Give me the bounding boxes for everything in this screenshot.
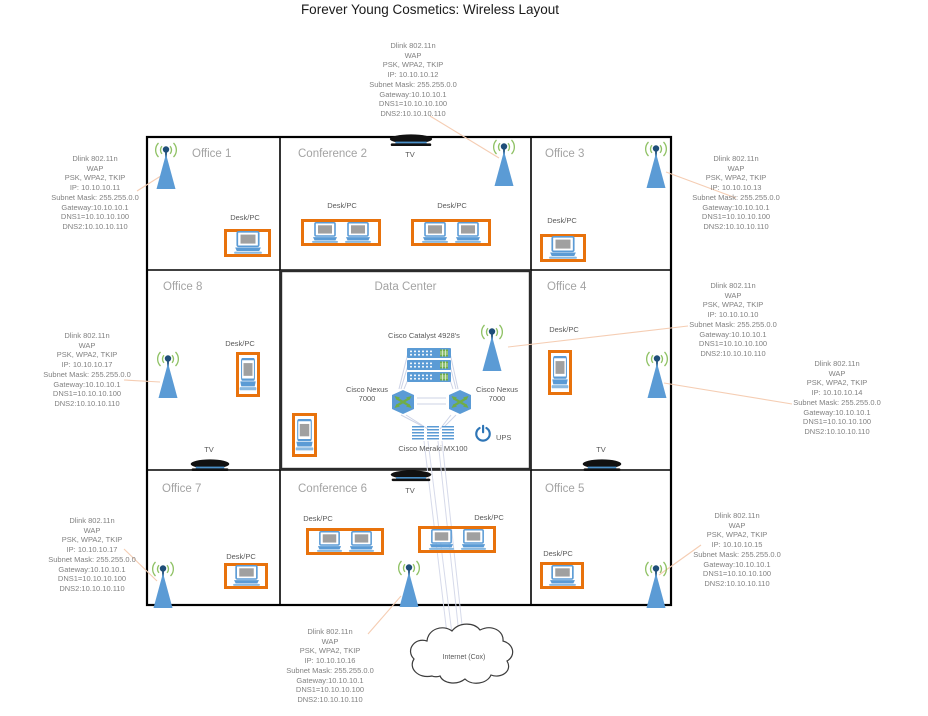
laptop-icon <box>344 222 372 244</box>
diagram-title: Forever Young Cosmetics: Wireless Layout <box>300 2 560 17</box>
room-label-office-5: Office 5 <box>545 483 585 495</box>
wap-icon-office-4 <box>637 351 677 399</box>
room-label-data-center: Data Center <box>374 281 437 293</box>
desk-pc-box-office-8 <box>236 352 260 397</box>
tv-icon-office-4 <box>581 459 623 472</box>
desk-pc-label: Desk/PC <box>474 513 504 522</box>
laptop-icon <box>428 529 455 551</box>
tv-icon-conference-2 <box>388 134 434 147</box>
desk-pc-box-conference-2-a <box>301 219 381 246</box>
nexus-switch-left-icon <box>390 389 416 415</box>
laptop-icon <box>460 529 487 551</box>
desk-pc-box-conference-6-a <box>306 528 384 555</box>
wap-icon-office-8 <box>148 351 188 399</box>
room-label-conference-2: Conference 2 <box>298 148 368 160</box>
desk-pc-box-data-center <box>292 413 317 457</box>
desk-pc-label: Desk/PC <box>437 201 467 210</box>
desk-pc-box-office-1 <box>224 229 271 257</box>
laptop-icon <box>421 222 449 244</box>
desk-pc-label: Desk/PC <box>327 201 357 210</box>
ups-icon <box>474 424 492 442</box>
catalyst-switch-icon <box>407 348 451 358</box>
tv-icon-conference-6 <box>389 470 433 482</box>
tv-label: TV <box>596 445 606 454</box>
desk-pc-label: Desk/PC <box>547 216 577 225</box>
room-label-office-4: Office 4 <box>547 281 587 293</box>
tv-icon-office-8 <box>189 459 231 472</box>
tv-label: TV <box>405 486 415 495</box>
desk-pc-label: Desk/PC <box>303 514 333 523</box>
desk-pc-label: Desk/PC <box>549 325 579 334</box>
desk-pc-box-office-5 <box>540 562 584 589</box>
internet-label: Internet (Cox) <box>442 654 486 661</box>
room-label-office-7: Office 7 <box>162 483 202 495</box>
laptop-icon <box>239 358 257 392</box>
laptop-icon <box>233 231 263 255</box>
laptop-icon <box>316 531 343 553</box>
desk-pc-box-office-7 <box>224 563 268 589</box>
desk-pc-label: Desk/PC <box>226 552 256 561</box>
wap-icon-office-7 <box>143 561 183 609</box>
desk-pc-label: Desk/PC <box>230 213 260 222</box>
desk-pc-box-conference-6-b <box>418 526 496 553</box>
meraki-firewall-icon <box>412 426 454 440</box>
laptop-icon <box>311 222 339 244</box>
wap-icon-office-3 <box>636 141 676 189</box>
room-label-conference-6: Conference 6 <box>298 483 368 495</box>
wap-icon-conference-2 <box>484 139 524 187</box>
laptop-icon <box>295 419 314 452</box>
desk-pc-label: Desk/PC <box>543 549 573 558</box>
meraki-label: Cisco Meraki MX100 <box>398 444 468 453</box>
laptop-icon <box>548 565 577 587</box>
laptop-icon <box>454 222 482 244</box>
tv-label: TV <box>405 150 415 159</box>
desk-pc-box-conference-2-b <box>411 219 491 246</box>
room-label-office-1: Office 1 <box>192 148 232 160</box>
laptop-icon <box>551 356 569 390</box>
catalyst-label: Cisco Catalyst 4928's <box>388 331 460 340</box>
desk-pc-box-office-4 <box>548 350 572 395</box>
laptop-icon <box>232 565 261 587</box>
desk-pc-box-office-3 <box>540 234 586 262</box>
wap-icon-office-1 <box>146 142 186 190</box>
laptop-icon <box>348 531 375 553</box>
laptop-icon <box>548 236 578 260</box>
ups-label: UPS <box>496 433 512 442</box>
room-label-office-3: Office 3 <box>545 148 585 160</box>
wap-icon-office-5 <box>636 561 676 609</box>
wap-icon-conference-6 <box>389 560 429 608</box>
room-label-office-8: Office 8 <box>163 281 203 293</box>
tv-label: TV <box>204 445 214 454</box>
catalyst-switch-icon <box>407 372 451 382</box>
catalyst-switch-icon <box>407 360 451 370</box>
desk-pc-label: Desk/PC <box>225 339 255 348</box>
